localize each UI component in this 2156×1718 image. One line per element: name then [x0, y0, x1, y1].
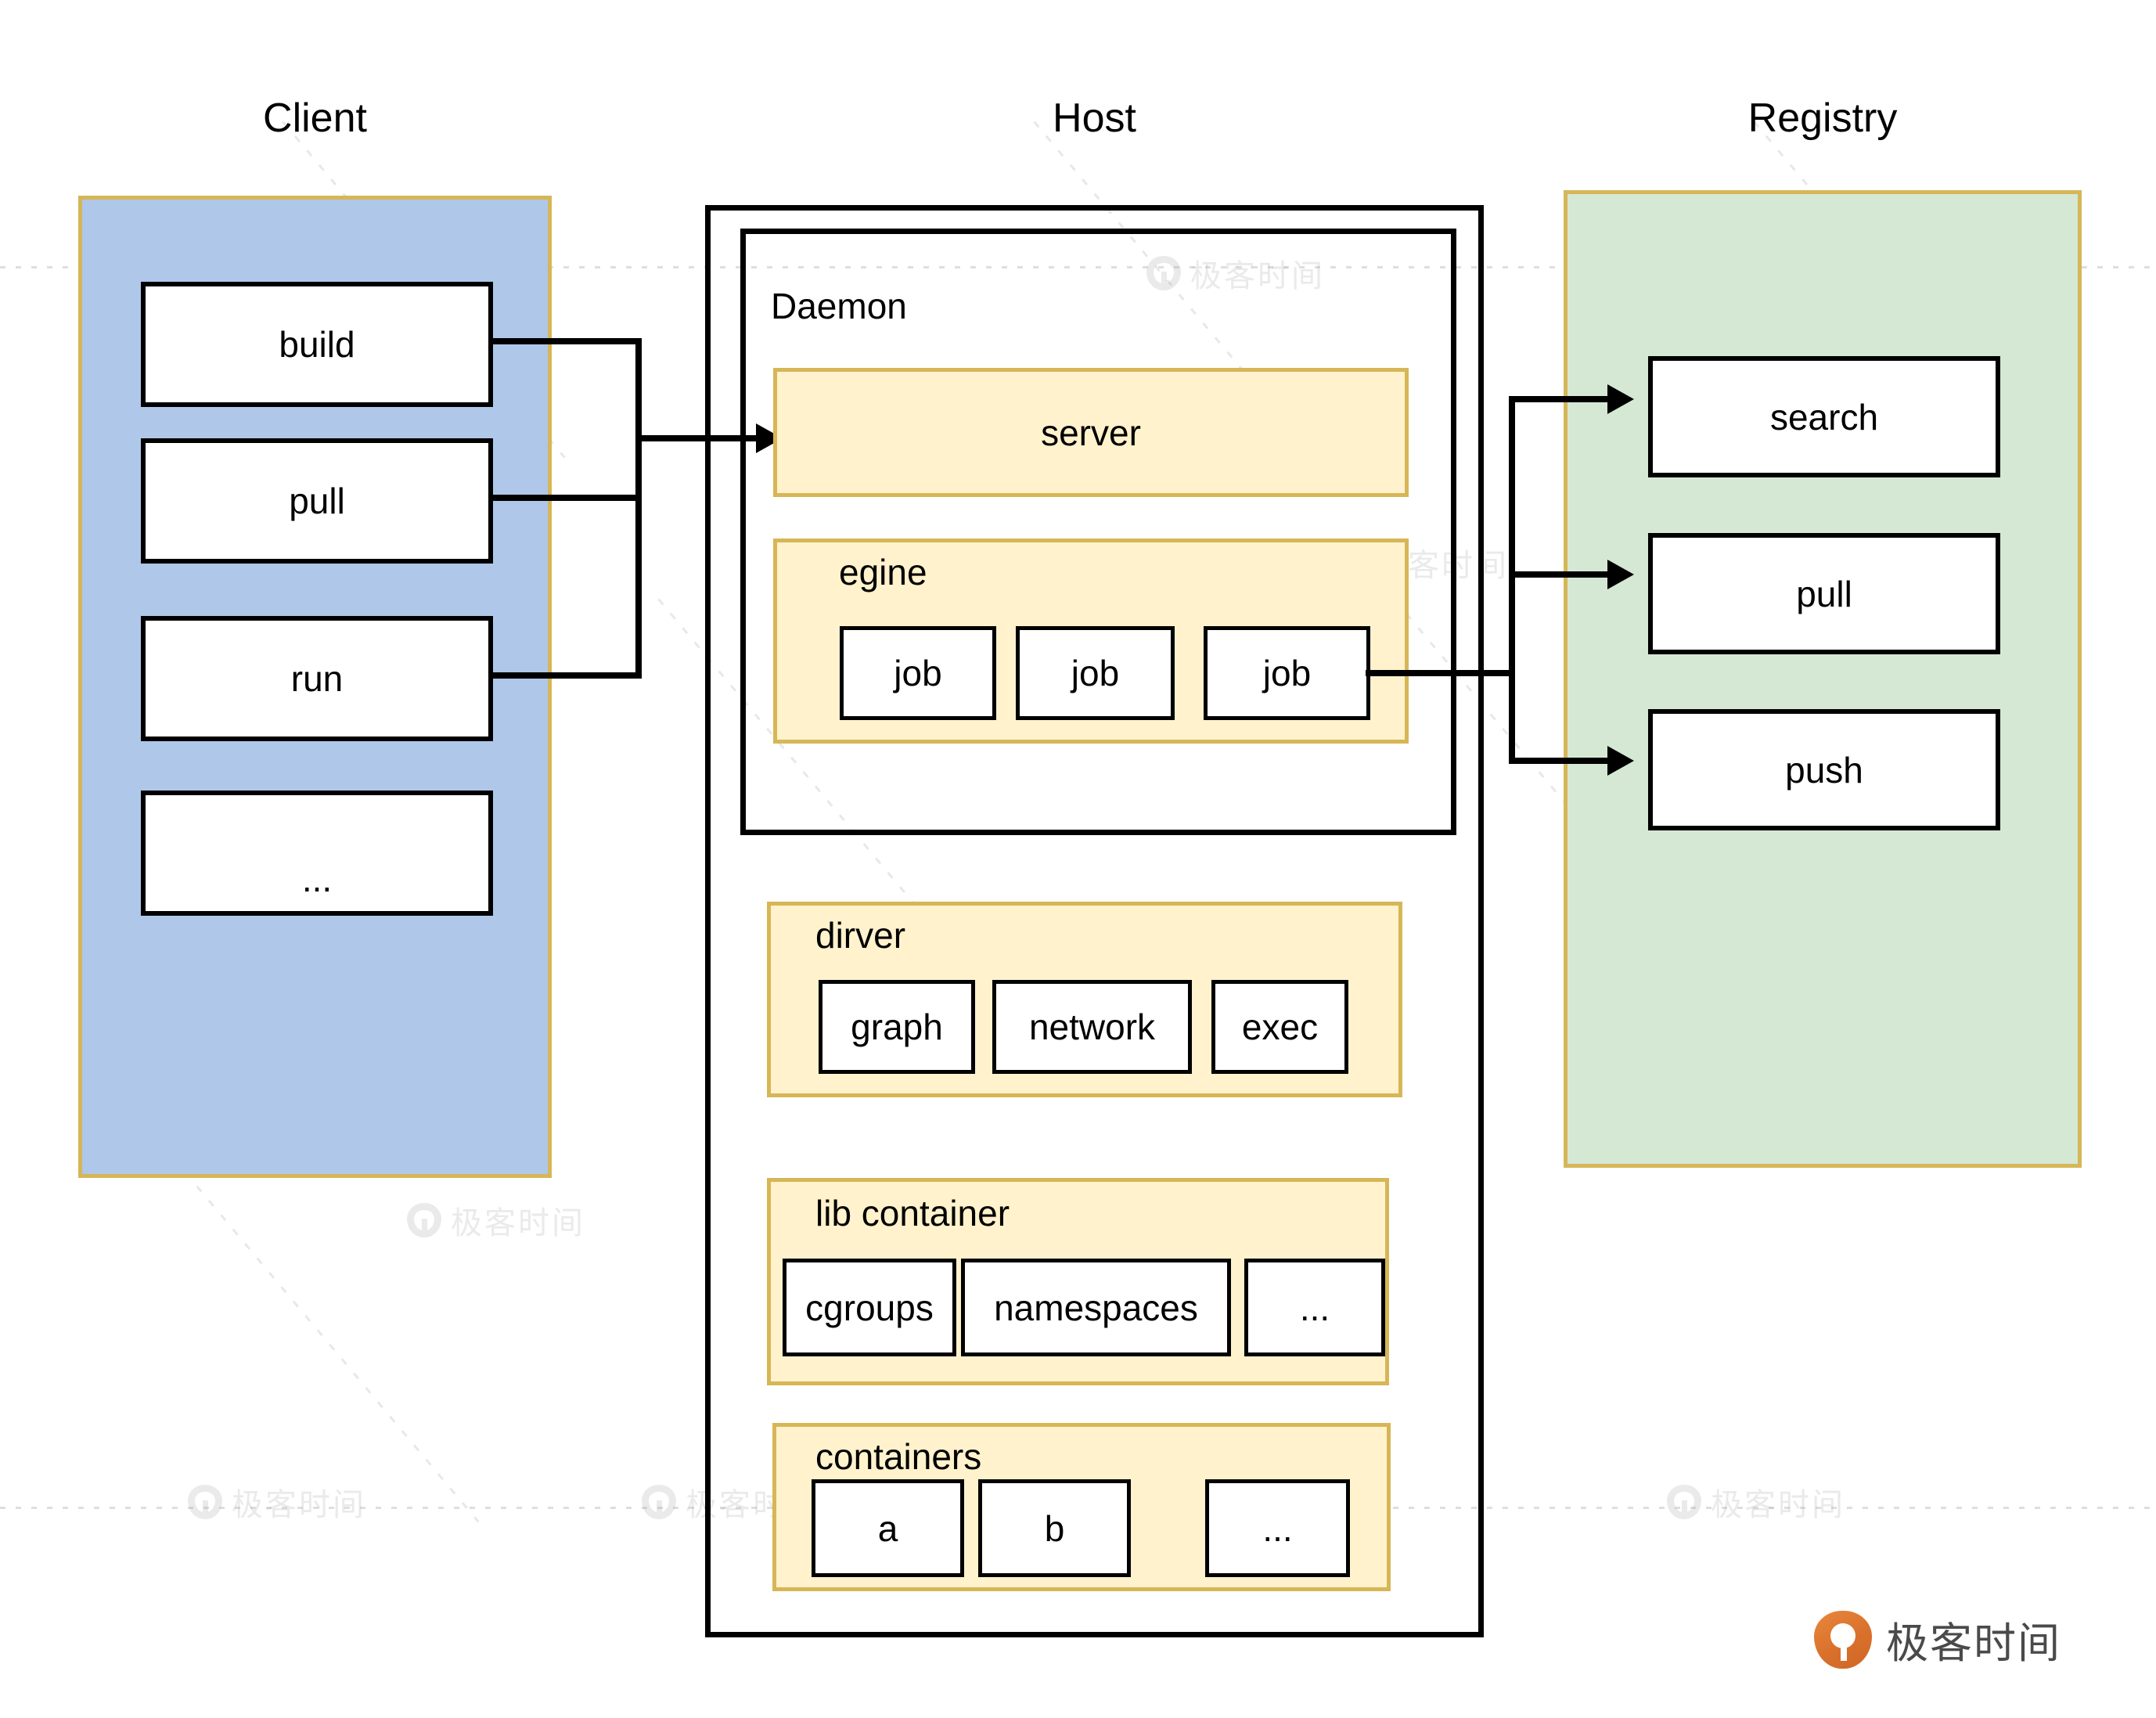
- containers-label: containers: [815, 1436, 982, 1477]
- driver-label: dirver: [815, 915, 906, 956]
- client-command-build[interactable]: build: [141, 282, 493, 407]
- geektime-brand: 极客时间: [1814, 1608, 2061, 1670]
- daemon-frame: [740, 229, 1456, 835]
- registry-op-pull[interactable]: pull: [1648, 533, 2000, 654]
- watermark-pin-icon: [1667, 1485, 1701, 1519]
- watermark-logo: 极客时间: [188, 1479, 366, 1525]
- libcontainer-label: lib container: [815, 1193, 1010, 1234]
- connector-registry-trunk: [1509, 396, 1515, 764]
- client-command-more[interactable]: ...: [141, 791, 493, 916]
- engine-job-3[interactable]: job: [1204, 626, 1370, 720]
- connector-to-push: [1509, 758, 1626, 764]
- connector-to-pull: [1509, 571, 1626, 578]
- host-title: Host: [1053, 95, 1136, 141]
- daemon-label: Daemon: [771, 286, 907, 326]
- registry-op-search[interactable]: search: [1648, 356, 2000, 477]
- watermark-logo: 极客时间: [1667, 1479, 1845, 1525]
- geektime-pin-icon: [1814, 1610, 1872, 1669]
- watermark-pin-icon: [407, 1203, 441, 1237]
- arrow-head-to-search: [1607, 384, 1634, 414]
- libcontainer-item-namespaces[interactable]: namespaces: [961, 1259, 1231, 1356]
- watermark-diagonal: [196, 1185, 480, 1523]
- watermark-logo: 极客时间: [407, 1198, 585, 1243]
- server-panel[interactable]: [773, 368, 1409, 497]
- arrow-head-to-push: [1607, 746, 1634, 776]
- watermark-dotted-row: [0, 266, 2156, 268]
- engine-job-2[interactable]: job: [1016, 626, 1175, 720]
- client-command-run[interactable]: run: [141, 616, 493, 741]
- geektime-label: 极客时间: [1886, 1620, 2061, 1667]
- connector-pull-stub: [493, 495, 642, 501]
- connector-job-to-registry: [1366, 670, 1514, 676]
- watermark-pin-icon: [642, 1485, 676, 1519]
- container-item-a[interactable]: a: [812, 1479, 964, 1577]
- client-title: Client: [263, 95, 367, 141]
- engine-label: egine: [839, 552, 927, 592]
- host-frame: [705, 205, 1484, 1637]
- libcontainer-item-cgroups[interactable]: cgroups: [783, 1259, 956, 1356]
- driver-item-network[interactable]: network: [992, 980, 1192, 1074]
- registry-region: [1564, 190, 2082, 1168]
- driver-item-exec[interactable]: exec: [1211, 980, 1348, 1074]
- registry-op-push[interactable]: push: [1648, 709, 2000, 830]
- container-item-b[interactable]: b: [978, 1479, 1131, 1577]
- libcontainer-item-more[interactable]: ...: [1244, 1259, 1385, 1356]
- watermark-label: 极客时间: [1711, 1488, 1845, 1522]
- engine-job-1[interactable]: job: [840, 626, 996, 720]
- watermark-pin-icon: [188, 1485, 222, 1519]
- connector-build-stub: [493, 338, 642, 344]
- connector-client-trunk: [635, 338, 642, 679]
- arrow-head-to-pull: [1607, 560, 1634, 589]
- connector-run-stub: [493, 672, 642, 679]
- watermark-label: 极客时间: [232, 1488, 366, 1522]
- container-item-more[interactable]: ...: [1205, 1479, 1350, 1577]
- registry-title: Registry: [1747, 95, 1898, 141]
- client-command-pull[interactable]: pull: [141, 438, 493, 564]
- driver-item-graph[interactable]: graph: [819, 980, 975, 1074]
- watermark-label: 极客时间: [451, 1206, 585, 1241]
- server-label: server: [1041, 412, 1141, 453]
- connector-to-search: [1509, 396, 1626, 402]
